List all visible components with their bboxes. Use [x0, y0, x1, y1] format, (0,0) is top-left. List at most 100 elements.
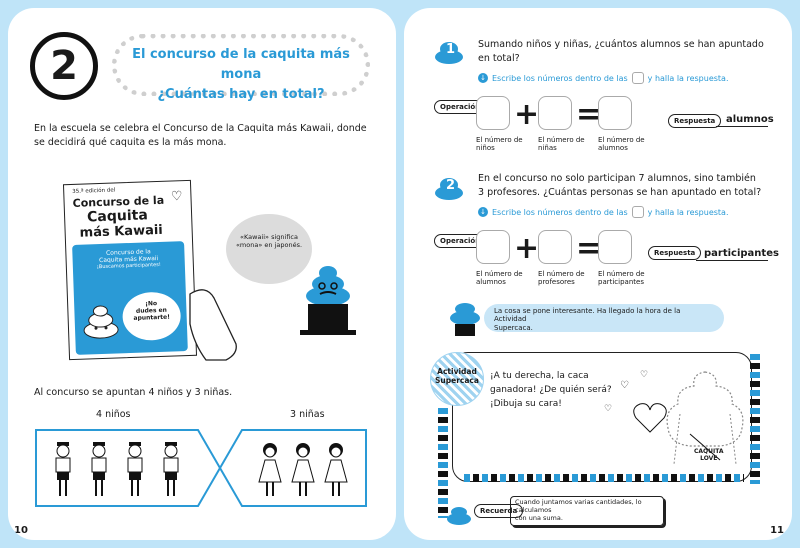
banner-line-2: Supercaca.	[494, 323, 533, 332]
poster-edition: 35.ª edición del	[72, 187, 116, 195]
boys-group	[52, 442, 182, 498]
activity-label-2: Supercaca	[435, 376, 479, 385]
problem-number: 2	[50, 43, 78, 89]
sash-text: CAQUITA LOVE	[694, 448, 724, 462]
poster-bubble-3: apuntarte!	[133, 314, 171, 323]
q1-box-girls[interactable]	[538, 96, 572, 130]
q1-caption-2: El número de niñas	[538, 136, 585, 153]
equals-icon: =	[576, 231, 602, 266]
poop-mascot-icon	[83, 305, 119, 339]
q1-text-1: Sumando niños y niñas, ¿cuántos alumnos …	[478, 39, 764, 50]
hand-illustration	[189, 289, 237, 361]
signup-text: Al concurso se apuntan 4 niños y 3 niñas…	[34, 387, 233, 398]
girl-icon	[258, 443, 282, 496]
triangle-trim-bottom	[464, 474, 744, 482]
q2-text-2: 3 profesores. ¿Cuántas personas se han a…	[478, 187, 762, 198]
q2-box-students[interactable]	[476, 230, 510, 264]
q1-cloud-icon	[435, 42, 463, 64]
page-subtitle: ¿Cuántas hay en total?	[157, 87, 325, 102]
q1-text-2: en total?	[478, 53, 520, 64]
heart-icon: ♡	[604, 404, 613, 414]
intro-text: En la escuela se celebra el Concurso de …	[34, 123, 367, 148]
q2-text-1: En el concurso no solo participan 7 alum…	[478, 173, 756, 184]
poster-title-3: más Kawaii	[79, 222, 164, 241]
heart-icon: ♡	[640, 370, 649, 380]
page-title: El concurso de la caquita más mona	[132, 47, 350, 82]
q2-cloud-icon	[435, 178, 463, 200]
left-page: 2 El concurso de la caquita más mona ¿Cu…	[8, 8, 396, 540]
contest-poster: 35.ª edición del Concurso de la Caquita …	[62, 179, 198, 361]
heart-icon: ♡	[170, 189, 183, 205]
q2-instruction: ↓ Escribe los números dentro de las y ha…	[478, 206, 729, 218]
boy-icon	[55, 442, 71, 496]
page-number-right: 11	[770, 525, 784, 536]
recuerda-box: Cuando juntamos varias cantidades, lo ca…	[510, 496, 664, 526]
boy-icon	[163, 442, 179, 496]
activity-text-3: ¡Dibuja su cara!	[490, 399, 562, 409]
recuerda-line-1: Cuando juntamos varias cantidades, lo ca…	[515, 498, 642, 514]
heart-balloon-icon	[633, 403, 667, 433]
q1-caption-1: El número de niños	[476, 136, 523, 153]
q2-caption-2: El número de profesores	[538, 270, 585, 287]
girls-group	[258, 442, 348, 498]
kawaii-speech-bubble: «Kawaii» significa «mona» en japonés.	[226, 214, 312, 284]
q2-number: 2	[446, 178, 456, 193]
q1-box-total[interactable]	[598, 96, 632, 130]
q1-answer-tag: Respuesta	[668, 114, 722, 128]
problem-number-badge: 2	[30, 32, 98, 100]
q1-answer-line[interactable]	[716, 126, 768, 127]
small-poop-icon	[447, 507, 471, 525]
right-page: 1 Sumando niños y niñas, ¿cuántos alumno…	[404, 8, 792, 540]
boy-icon	[127, 442, 143, 496]
poster-speech-bubble: ¡No dudes en apuntarte!	[121, 291, 182, 342]
q2-caption-3: El número de participantes	[598, 270, 645, 287]
q1-unit: alumnos	[726, 114, 774, 125]
teacher-poop-icon	[450, 303, 480, 336]
q2-unit: participantes	[704, 248, 779, 259]
dialogue-banner: La cosa se pone interesante. Ha llegado …	[484, 304, 724, 332]
winner-poop-outline	[666, 371, 744, 465]
activity-label-1: Actividad	[437, 367, 477, 376]
kawaii-speech-2: «mona» en japonés.	[235, 240, 303, 249]
activity-text-1: ¡A tu derecha, la caca	[490, 371, 589, 381]
q2-box-total[interactable]	[598, 230, 632, 264]
box-icon	[631, 206, 644, 218]
presenter-poop-icon	[300, 266, 356, 335]
activity-text-2: ganadora! ¿De quién será?	[490, 385, 612, 395]
down-arrow-icon: ↓	[478, 207, 488, 217]
triangle-trim-left	[438, 408, 448, 518]
girl-icon	[291, 443, 315, 496]
girl-icon	[324, 443, 348, 496]
q1-instruction: ↓ Escribe los números dentro de las y ha…	[478, 72, 729, 84]
q1-caption-3: El número de alumnos	[598, 136, 645, 153]
q2-answer-line[interactable]	[696, 260, 768, 261]
q1-number: 1	[446, 42, 456, 57]
kawaii-speech-1: «Kawaii» significa	[240, 233, 298, 241]
q1-instruction-b: y halla la respuesta.	[647, 73, 729, 83]
boys-label: 4 niños	[96, 409, 131, 420]
girls-label: 3 niñas	[290, 409, 325, 420]
sash-line-2: LOVE	[700, 455, 718, 463]
box-icon	[631, 72, 644, 84]
equals-icon: =	[576, 97, 602, 132]
triangle-trim-right	[750, 354, 760, 484]
groups-frame	[35, 429, 367, 507]
title-cloud: El concurso de la caquita más mona ¿Cuán…	[112, 34, 370, 102]
q1-box-boys[interactable]	[476, 96, 510, 130]
q2-caption-1: El número de alumnos	[476, 270, 523, 287]
q2-box-teachers[interactable]	[538, 230, 572, 264]
sash-line-1: CAQUITA	[694, 448, 724, 455]
q2-instruction-b: y halla la respuesta.	[647, 207, 729, 217]
down-arrow-icon: ↓	[478, 73, 488, 83]
recuerda-line-2: con una suma.	[515, 513, 563, 522]
q2-answer-tag: Respuesta	[648, 246, 702, 260]
banner-line-1: La cosa se pone interesante. Ha llegado …	[494, 307, 681, 324]
q2-instruction-a: Escribe los números dentro de las	[492, 207, 628, 217]
plus-icon: +	[514, 97, 540, 132]
poster-inner-panel: Concurso de la Caquita más Kawaii ¡Busca…	[72, 241, 188, 355]
q1-instruction-a: Escribe los números dentro de las	[492, 73, 628, 83]
heart-icon: ♡	[620, 380, 629, 391]
page-number-left: 10	[14, 525, 28, 536]
plus-icon: +	[514, 231, 540, 266]
boy-icon	[91, 442, 107, 496]
